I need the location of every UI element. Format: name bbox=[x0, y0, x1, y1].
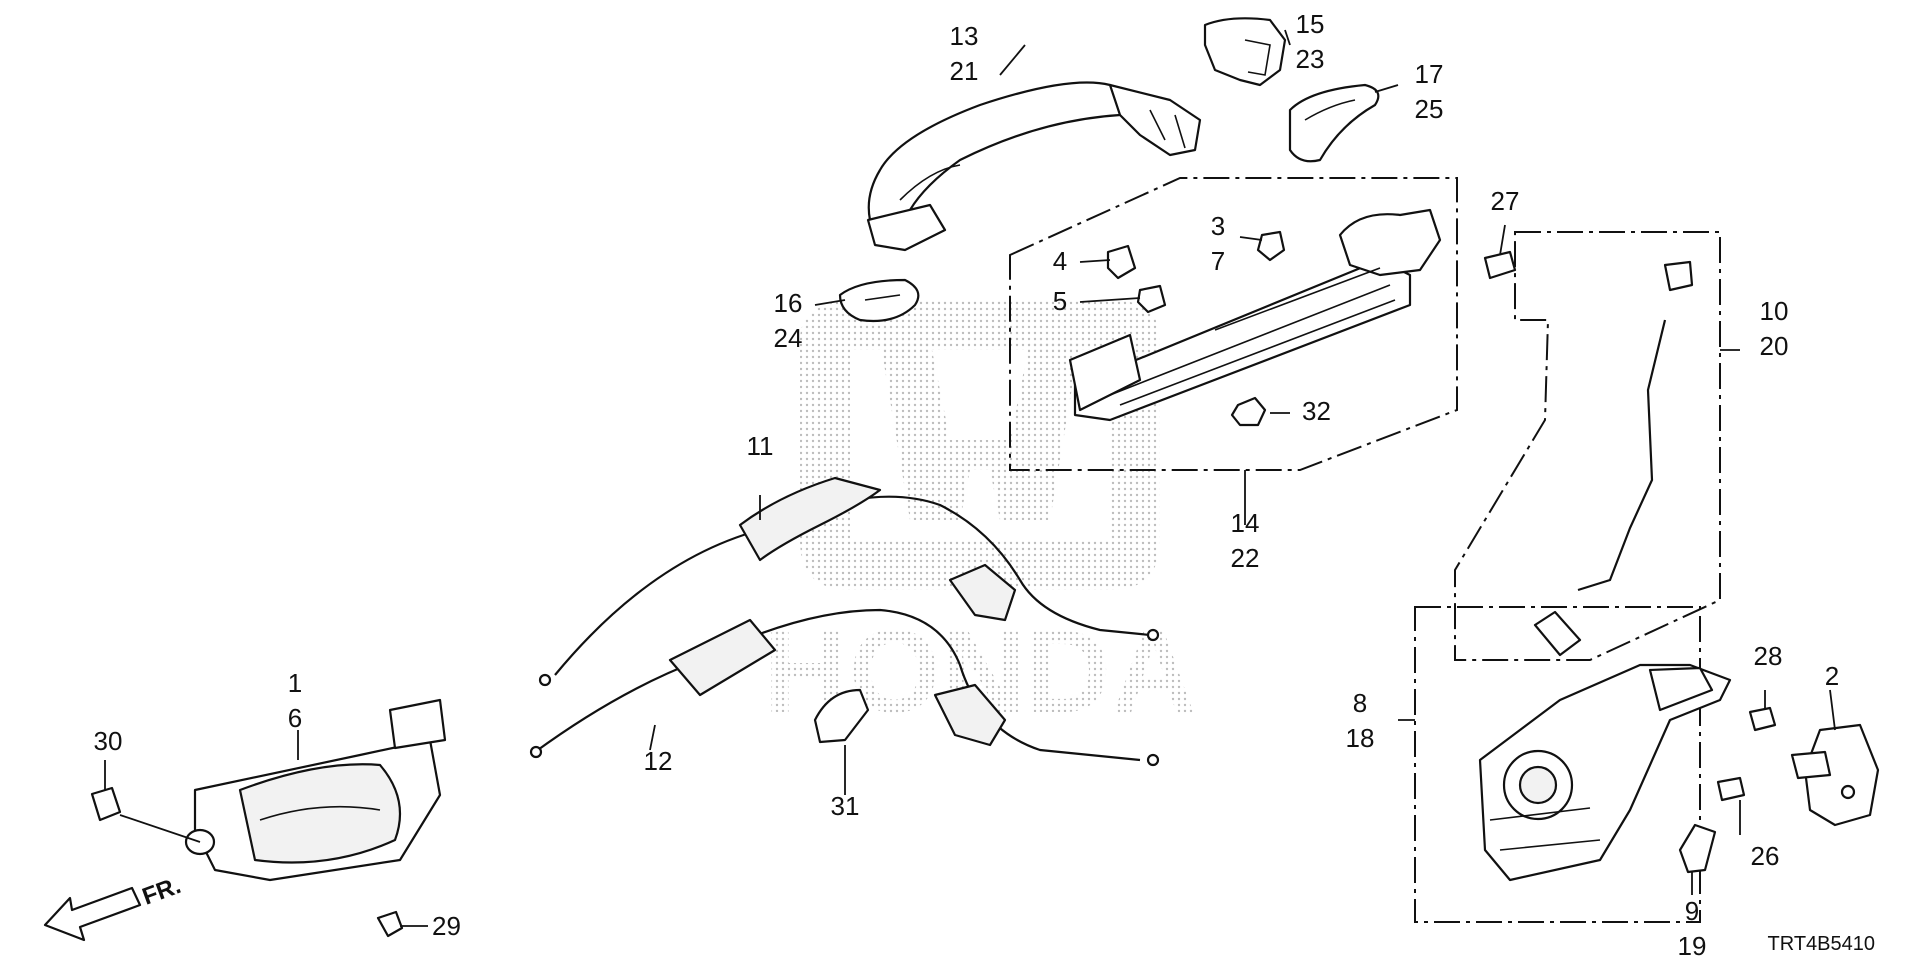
callout-27: 27 bbox=[1491, 186, 1520, 216]
callout-23: 23 bbox=[1296, 44, 1325, 74]
callout-22: 22 bbox=[1231, 543, 1260, 573]
callout-5: 5 bbox=[1053, 286, 1067, 316]
callout-28: 28 bbox=[1754, 641, 1783, 671]
handle-base-group bbox=[1009, 177, 1458, 471]
clip-5 bbox=[1136, 284, 1167, 314]
diagram-code: TRT4B5410 bbox=[1768, 933, 1875, 955]
outer-door-handle bbox=[866, 81, 1202, 252]
callout-12: 12 bbox=[644, 746, 673, 776]
callout-21: 21 bbox=[950, 56, 979, 86]
callout-9: 9 bbox=[1685, 896, 1699, 926]
callout-11: 11 bbox=[747, 431, 774, 461]
inner-door-handle bbox=[184, 698, 447, 882]
callout-19: 19 bbox=[1678, 931, 1707, 960]
callout-3: 3 bbox=[1211, 211, 1225, 241]
callout-15: 15 bbox=[1296, 9, 1325, 39]
callout-30: 30 bbox=[94, 726, 123, 756]
callout-17: 17 bbox=[1415, 59, 1444, 89]
front-direction-arrow: FR. bbox=[43, 872, 185, 942]
fasteners bbox=[1106, 230, 1517, 427]
grommet-9 bbox=[1678, 823, 1717, 874]
callout-13: 13 bbox=[950, 21, 979, 51]
nut-32 bbox=[1230, 396, 1267, 427]
callout-2: 2 bbox=[1825, 661, 1839, 691]
lock-rod-group bbox=[1454, 231, 1721, 661]
screw-4 bbox=[1106, 244, 1137, 280]
leader-lines bbox=[104, 29, 1836, 927]
callout-31: 31 bbox=[831, 791, 860, 821]
callout-16: 16 bbox=[774, 288, 803, 318]
callout-14: 14 bbox=[1231, 508, 1260, 538]
callout-29: 29 bbox=[432, 911, 461, 941]
handle-gasket-rear bbox=[1288, 83, 1380, 163]
bolts-26-28 bbox=[1716, 706, 1777, 802]
callout-24: 24 bbox=[774, 323, 803, 353]
callout-18: 18 bbox=[1346, 723, 1375, 753]
bolt-27 bbox=[1483, 250, 1517, 280]
clip-3-7 bbox=[1256, 230, 1286, 262]
handle-cap bbox=[1203, 17, 1287, 87]
callout-4: 4 bbox=[1053, 246, 1067, 276]
cable-clip-31 bbox=[813, 688, 870, 744]
callout-25: 25 bbox=[1415, 94, 1444, 124]
front-direction-label: FR. bbox=[139, 872, 185, 911]
bolt-26 bbox=[1716, 776, 1746, 802]
bolt-28 bbox=[1748, 706, 1777, 732]
callout-26: 26 bbox=[1751, 841, 1780, 871]
callouts: 13 21 15 23 17 25 16 24 3 7 4 5 32 27 14… bbox=[94, 9, 1840, 960]
callout-1: 1 bbox=[288, 668, 302, 698]
callout-7: 7 bbox=[1211, 246, 1225, 276]
callout-32: 32 bbox=[1302, 396, 1331, 426]
door-striker bbox=[1790, 723, 1880, 827]
clip-30 bbox=[90, 786, 122, 822]
screw-29 bbox=[376, 910, 404, 938]
callout-20: 20 bbox=[1760, 331, 1789, 361]
callout-8: 8 bbox=[1353, 688, 1367, 718]
callout-6: 6 bbox=[288, 703, 302, 733]
callout-10: 10 bbox=[1760, 296, 1789, 326]
handle-gasket-front bbox=[838, 278, 920, 323]
door-latch-group bbox=[1414, 606, 1732, 923]
door-cables bbox=[529, 476, 1160, 767]
